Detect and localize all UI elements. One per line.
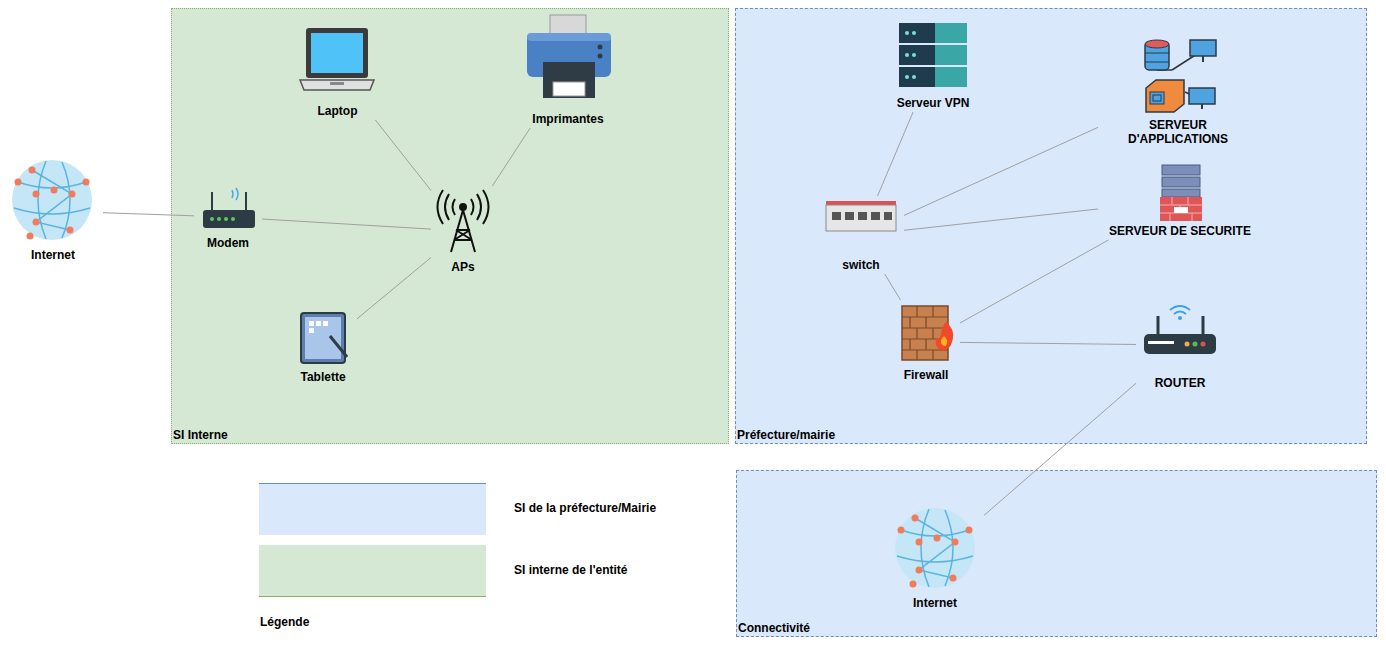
- legend-swatch: [259, 483, 486, 535]
- device-node: Modem: [196, 184, 260, 250]
- legend-text: SI de la préfecture/Mairie: [514, 501, 656, 515]
- legend-title: Légende: [260, 615, 309, 629]
- device-node: ROUTER: [1138, 300, 1222, 390]
- node-label: Serveur VPN: [897, 96, 970, 110]
- node-label: SERVEUR DE SECURITE: [1109, 224, 1251, 238]
- node-label: Tablette: [300, 370, 345, 384]
- zone-region: LaptopImprimantesModemAPsTablette SI Inte…: [171, 8, 729, 444]
- node-label: Modem: [207, 236, 249, 250]
- node-label: Internet: [31, 248, 75, 262]
- region-label: SI Interne: [173, 428, 228, 442]
- zone-region: Serveur VPN SERVEUR D'APPLICATIONS switch S…: [735, 8, 1367, 444]
- server-node: SERVEUR DE SECURITE: [1100, 162, 1260, 238]
- device-node: APs: [433, 188, 493, 274]
- node-label: Laptop: [318, 104, 358, 118]
- zone-region: InternetConnectivité: [736, 470, 1377, 637]
- device-node: Firewall: [894, 302, 958, 382]
- region-label-holder: Connectivité: [738, 621, 810, 635]
- legend-swatch: [259, 545, 486, 597]
- node-label: APs: [451, 260, 474, 274]
- node-label: switch: [842, 258, 879, 272]
- region-label-holder: Préfecture/mairie: [737, 428, 835, 442]
- node-label: Internet: [913, 596, 957, 610]
- device-node: Imprimantes: [520, 14, 616, 126]
- node-label: SERVEUR D'APPLICATIONS: [1113, 118, 1243, 146]
- device-node: switch: [820, 198, 902, 272]
- server-node: SERVEUR D'APPLICATIONS: [1100, 36, 1256, 146]
- legend-text: SI interne de l'entité: [514, 563, 628, 577]
- globe-icon: [12, 160, 92, 240]
- node-label: ROUTER: [1155, 376, 1206, 390]
- server-node: Serveur VPN: [888, 20, 978, 110]
- region-label: Préfecture/mairie: [737, 428, 835, 442]
- region-label: Connectivité: [738, 621, 810, 635]
- region-label-holder: SI Interne: [173, 428, 228, 442]
- node-label: Firewall: [904, 368, 949, 382]
- device-node: Laptop: [295, 26, 380, 118]
- node-label: Imprimantes: [532, 112, 603, 126]
- device-node: Tablette: [291, 310, 355, 384]
- globe-node: Internet: [888, 506, 982, 610]
- globe-node: Internet: [5, 160, 101, 262]
